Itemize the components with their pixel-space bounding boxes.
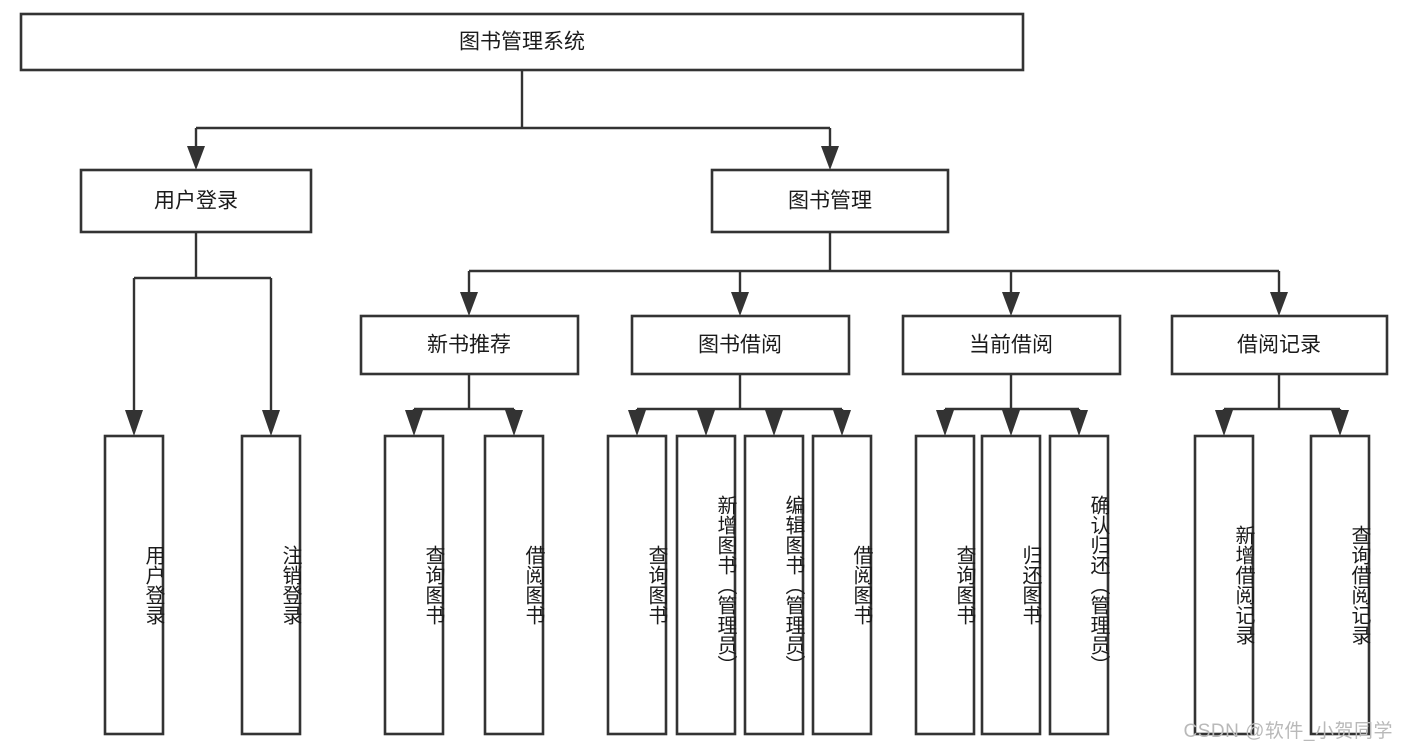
node-user-login-label: 用户登录 <box>154 190 238 213</box>
node-new-book-recommend-rect[interactable] <box>359 314 580 376</box>
arrowhead-user-login-leaf-2 <box>262 410 280 436</box>
node-current-borrow-label: 当前借阅 <box>969 334 1053 357</box>
node-root-rect[interactable] <box>19 12 1025 72</box>
arrowhead-current-borrow-leaf-3 <box>1070 410 1088 436</box>
leaf-rects-borrow-records <box>1193 434 1371 736</box>
arrowhead-book-manage <box>821 146 839 170</box>
node-new-book-recommend-label: 新书推荐 <box>427 334 511 357</box>
node-root-label: 图书管理系统 <box>459 31 585 54</box>
node-borrow-records-label: 借阅记录 <box>1237 334 1321 357</box>
node-borrow-records[interactable]: 借阅记录 <box>1170 314 1389 376</box>
node-book-manage-rect[interactable] <box>710 168 950 234</box>
node-new-book-recommend[interactable]: 新书推荐 <box>359 314 580 376</box>
arrowhead-book-borrow-leaf-2 <box>697 410 715 436</box>
leaf-rect-book-borrow-2[interactable] <box>675 434 737 736</box>
leaf-rect-book-borrow-3[interactable] <box>743 434 805 736</box>
node-current-borrow-rect[interactable] <box>901 314 1122 376</box>
leaf-rect-borrow-records-1[interactable] <box>1193 434 1255 736</box>
arrowhead-current-borrow <box>1002 292 1020 316</box>
node-book-borrow[interactable]: 图书借阅 <box>630 314 851 376</box>
leaf-rect-book-borrow-4[interactable] <box>811 434 873 736</box>
arrowhead-book-borrow-leaf-1 <box>628 410 646 436</box>
arrowhead-current-borrow-leaf-1 <box>936 410 954 436</box>
arrowhead-borrow-records <box>1270 292 1288 316</box>
leaf-rect-new-book-1[interactable] <box>383 434 445 736</box>
leaf-rect-user-login-1[interactable] <box>103 434 165 736</box>
connector-group-book-borrow <box>628 374 851 436</box>
connector-group-borrow-records <box>1215 374 1349 436</box>
arrowhead-user-login-leaf-1 <box>125 410 143 436</box>
leaf-rect-current-borrow-2[interactable] <box>980 434 1042 736</box>
leaf-rect-user-login-2[interactable] <box>240 434 302 736</box>
node-root[interactable]: 图书管理系统 <box>19 12 1025 72</box>
connector-group-current-borrow <box>936 374 1088 436</box>
node-user-login-rect[interactable] <box>79 168 313 234</box>
leaf-rect-borrow-records-2[interactable] <box>1309 434 1371 736</box>
arrowhead-user-login <box>187 146 205 170</box>
arrowhead-current-borrow-leaf-2 <box>1002 410 1020 436</box>
arrowhead-book-borrow-leaf-4 <box>833 410 851 436</box>
arrowhead-book-borrow <box>731 292 749 316</box>
arrowhead-new-book <box>460 292 478 316</box>
connector-group-user-login <box>125 232 280 436</box>
leaf-rect-current-borrow-3[interactable] <box>1048 434 1110 736</box>
node-book-manage-label: 图书管理 <box>788 190 872 213</box>
leaf-rects-book-borrow <box>606 434 873 736</box>
leaf-rect-new-book-2[interactable] <box>483 434 545 736</box>
leaf-rects-user-login <box>103 434 302 736</box>
node-borrow-records-rect[interactable] <box>1170 314 1389 376</box>
arrowhead-borrow-records-leaf-1 <box>1215 410 1233 436</box>
connector-group-new-book <box>405 374 523 436</box>
watermark-text: CSDN @软件_小贺同学 <box>1183 721 1393 742</box>
node-book-borrow-rect[interactable] <box>630 314 851 376</box>
leaf-rects-new-book <box>383 434 545 736</box>
leaf-rect-book-borrow-1[interactable] <box>606 434 668 736</box>
arrowhead-new-book-leaf-2 <box>505 410 523 436</box>
arrowhead-new-book-leaf-1 <box>405 410 423 436</box>
arrowhead-borrow-records-leaf-2 <box>1331 410 1349 436</box>
connector-group-root <box>187 70 839 170</box>
node-book-borrow-label: 图书借阅 <box>698 334 782 357</box>
arrowhead-book-borrow-leaf-3 <box>765 410 783 436</box>
node-current-borrow[interactable]: 当前借阅 <box>901 314 1122 376</box>
leaf-rect-current-borrow-1[interactable] <box>914 434 976 736</box>
leaf-rects-current-borrow <box>914 434 1110 736</box>
node-book-manage[interactable]: 图书管理 <box>710 168 950 234</box>
node-user-login[interactable]: 用户登录 <box>79 168 313 234</box>
connector-group-book-manage <box>460 232 1288 316</box>
